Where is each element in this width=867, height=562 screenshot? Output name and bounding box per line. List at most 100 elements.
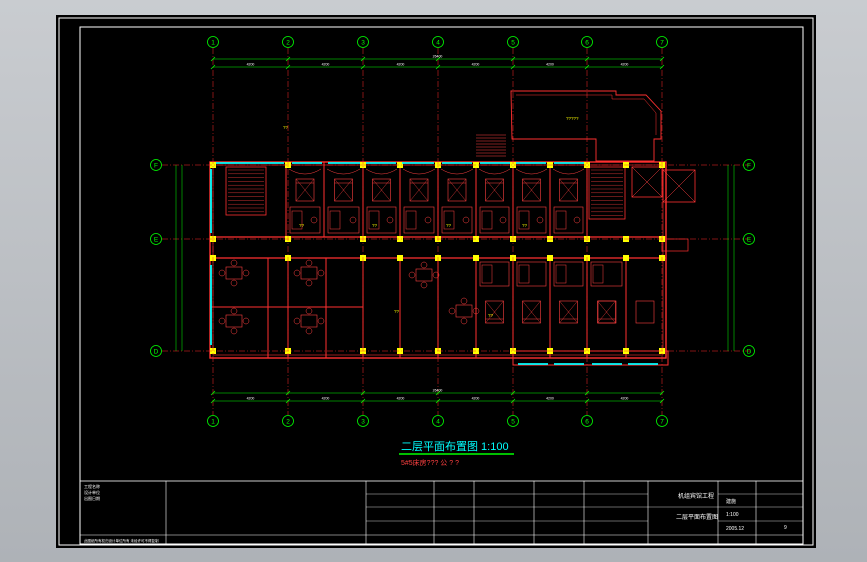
structural-column — [397, 162, 403, 168]
dim-tick — [510, 398, 516, 404]
room-tag: ?? — [488, 313, 494, 318]
structural-column — [547, 255, 553, 261]
bathtub — [481, 264, 493, 284]
dim-tick — [210, 64, 216, 70]
tb-project-name: 机组宾馆工程 — [678, 492, 714, 500]
chair — [230, 279, 238, 287]
toilet — [536, 216, 544, 224]
chair — [408, 271, 416, 279]
axis-bubble-top — [282, 36, 294, 48]
axis-label-bottom: 4 — [436, 419, 440, 426]
dim-text-bottom: 4200 — [621, 397, 629, 401]
bed-diag — [522, 178, 541, 202]
dim-text-bottom: 4200 — [247, 397, 255, 401]
axis-bubble-top — [656, 36, 668, 48]
room-tag: ????? — [566, 116, 579, 121]
tb-scale: 1:100 — [726, 512, 739, 518]
dim-tick — [285, 390, 291, 396]
dim-tick — [360, 64, 366, 70]
chair — [293, 317, 301, 325]
chair — [230, 307, 238, 315]
axis-bubble-bottom — [282, 415, 294, 427]
structural-column — [473, 255, 479, 261]
dim-tick — [584, 64, 590, 70]
room-tag: ?? — [283, 125, 289, 130]
structural-column — [510, 162, 516, 168]
bed — [522, 300, 541, 324]
axis-bubble-bottom — [507, 415, 519, 427]
chair — [460, 317, 468, 325]
axis-label-bottom: 1 — [211, 419, 215, 426]
toilet — [499, 216, 507, 224]
floor-plan: ??????????????????? — [209, 90, 696, 366]
ceiling-arc — [515, 168, 548, 175]
axis-label-left: D — [154, 349, 159, 356]
axis-bubble-bottom — [581, 415, 593, 427]
axis-label-bottom: 7 — [660, 419, 664, 426]
ceiling-arc — [478, 168, 511, 175]
bed — [334, 178, 353, 202]
bed-diag — [447, 178, 467, 202]
toilet — [424, 216, 432, 224]
axis-label-bottom: 6 — [585, 419, 589, 426]
dim-text-bottom: 4200 — [472, 397, 480, 401]
axis-label-right: F — [747, 163, 751, 170]
ceiling-arc — [402, 168, 436, 175]
bathroom — [441, 206, 473, 234]
chair — [460, 297, 468, 305]
structural-column — [397, 348, 403, 354]
bathroom — [516, 206, 547, 234]
table — [300, 266, 318, 280]
structural-column — [397, 255, 403, 261]
bed-diag — [597, 300, 616, 324]
dim-tick — [659, 390, 665, 396]
bed-diag — [409, 178, 429, 202]
dim-tick — [584, 390, 590, 396]
dim-total-text-top: 26400 — [433, 55, 443, 59]
chair — [472, 307, 480, 315]
drawing-subtitle: 5#5床房??? 公 ? ? — [401, 458, 459, 467]
axis-label-right: E — [747, 237, 752, 244]
room-tag: ?? — [372, 223, 378, 228]
axis-bubble-top — [507, 36, 519, 48]
axis-bubble-bottom — [357, 415, 369, 427]
bathroom — [366, 206, 397, 234]
chair — [305, 259, 313, 267]
room-tag: ?? — [394, 309, 400, 314]
bathtub — [592, 264, 604, 284]
bathroom — [289, 206, 321, 234]
toilet — [462, 216, 470, 224]
chair — [305, 307, 313, 315]
chair — [317, 269, 325, 277]
bathtub — [518, 264, 530, 284]
axis-bubble-top — [432, 36, 444, 48]
tb-footer-note: 此图纸所有权归设计单位所有 未经许可不得复制 — [84, 538, 159, 543]
axis-bubble-left — [150, 159, 162, 171]
chair — [230, 259, 238, 267]
tb-sheet-no: 9 — [784, 525, 787, 531]
bed-diag — [559, 178, 578, 202]
bathroom — [553, 261, 584, 287]
ceiling-arc — [326, 168, 361, 175]
structural-column — [210, 162, 216, 168]
chair — [317, 317, 325, 325]
table — [300, 314, 318, 328]
dim-total-text-bottom: 26400 — [433, 389, 443, 393]
dim-tick — [285, 56, 291, 62]
structural-column — [397, 236, 403, 242]
bathtub — [481, 210, 493, 230]
bathroom — [553, 206, 584, 234]
bathtub — [518, 210, 530, 230]
toilet — [349, 216, 357, 224]
bed — [485, 300, 504, 324]
dim-tick — [360, 390, 366, 396]
axis-label-bottom: 5 — [511, 419, 515, 426]
dim-tick — [510, 390, 516, 396]
bathtub — [555, 264, 567, 284]
axis-bubble-right — [743, 233, 755, 245]
table — [225, 266, 243, 280]
